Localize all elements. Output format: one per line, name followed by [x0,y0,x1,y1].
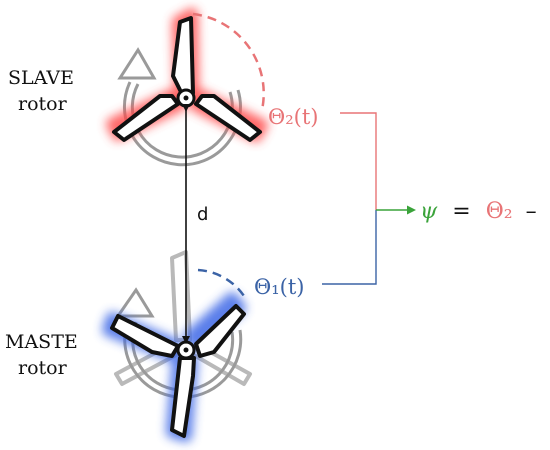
master-label-line2: rotor [18,357,68,379]
psi-equation: ψ = Θ₂ – Θ₁ [420,199,550,224]
theta1-label: Θ₁(t) [254,275,304,299]
slave-label-line1: SLAVE [8,67,74,89]
turbine-icon [110,304,246,438]
theta2-connector [340,112,377,210]
master-label-line1: MASTE [5,331,78,353]
minus-sign: – [526,199,537,224]
slave-label-line2: rotor [18,93,68,115]
equation-theta2: Θ₂ [486,199,513,224]
turbine-icon [112,16,262,142]
master-angle-arc [197,268,246,297]
theta2-label: Θ₂(t) [268,105,318,129]
equals-sign: = [452,199,470,224]
slave-angle-arc [192,12,265,111]
slave-rotor [106,8,268,167]
master-rotor [102,250,252,442]
theta1-connector [322,210,377,285]
distance-label: d [197,204,208,225]
psi-symbol: ψ [420,199,438,224]
